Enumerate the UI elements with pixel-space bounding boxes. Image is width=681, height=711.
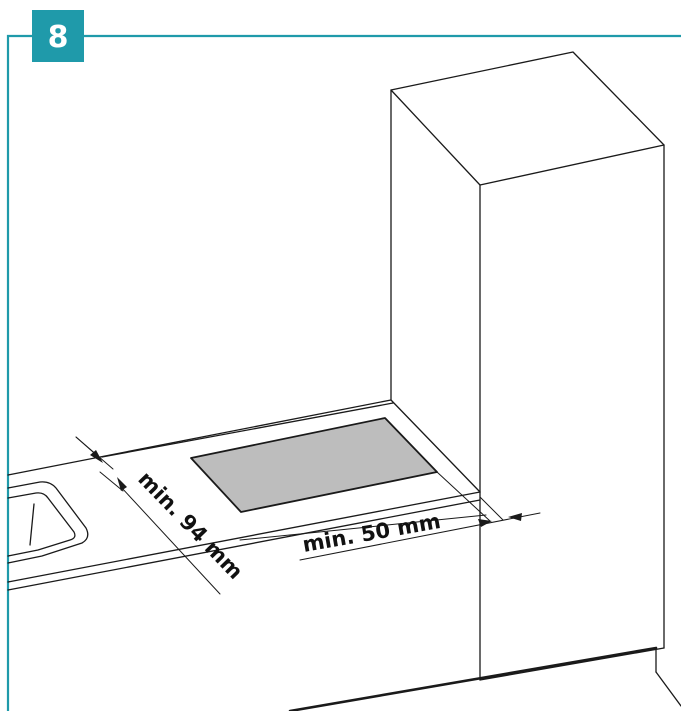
worktop-back-edge: [7, 399, 392, 476]
worktop: [7, 399, 481, 591]
depth-leader-top: [75, 436, 94, 453]
depth-leader-long: [120, 486, 221, 595]
side-clearance-label: min. 50 mm: [301, 509, 443, 557]
side-extension-cabinet: [479, 496, 504, 521]
sink-outer: [7, 481, 89, 564]
cabinet-bottom-edge: [479, 647, 665, 681]
base-cabinet: [288, 646, 681, 711]
step-badge-background: [32, 10, 84, 62]
cabinet-top: [390, 51, 665, 186]
tall-cabinet: [390, 51, 665, 681]
side-arrow-right: [508, 513, 522, 521]
depth-arrow-bottom: [117, 477, 127, 491]
sink-bowl-edge: [29, 503, 35, 546]
step-number: 8: [48, 20, 69, 55]
plinth-lower: [655, 671, 681, 707]
sink: [7, 481, 89, 564]
plinth-line: [288, 646, 658, 711]
side-arrow-left: [478, 519, 492, 527]
worktop-front-edge: [7, 491, 481, 583]
depth-arrow-top: [90, 450, 103, 463]
cabinet-left-face: [390, 89, 481, 493]
side-extension-hob: [436, 471, 491, 522]
step-badge: 8: [32, 10, 84, 62]
worktop-front-lower-edge: [7, 499, 481, 591]
worktop-inner-back-edge: [101, 402, 394, 458]
side-dimension-line: [299, 512, 541, 561]
depth-extension-front: [99, 471, 124, 492]
sink-inner: [7, 492, 76, 557]
side-dimension-underline: [239, 514, 487, 541]
figure-frame: [6, 34, 681, 711]
